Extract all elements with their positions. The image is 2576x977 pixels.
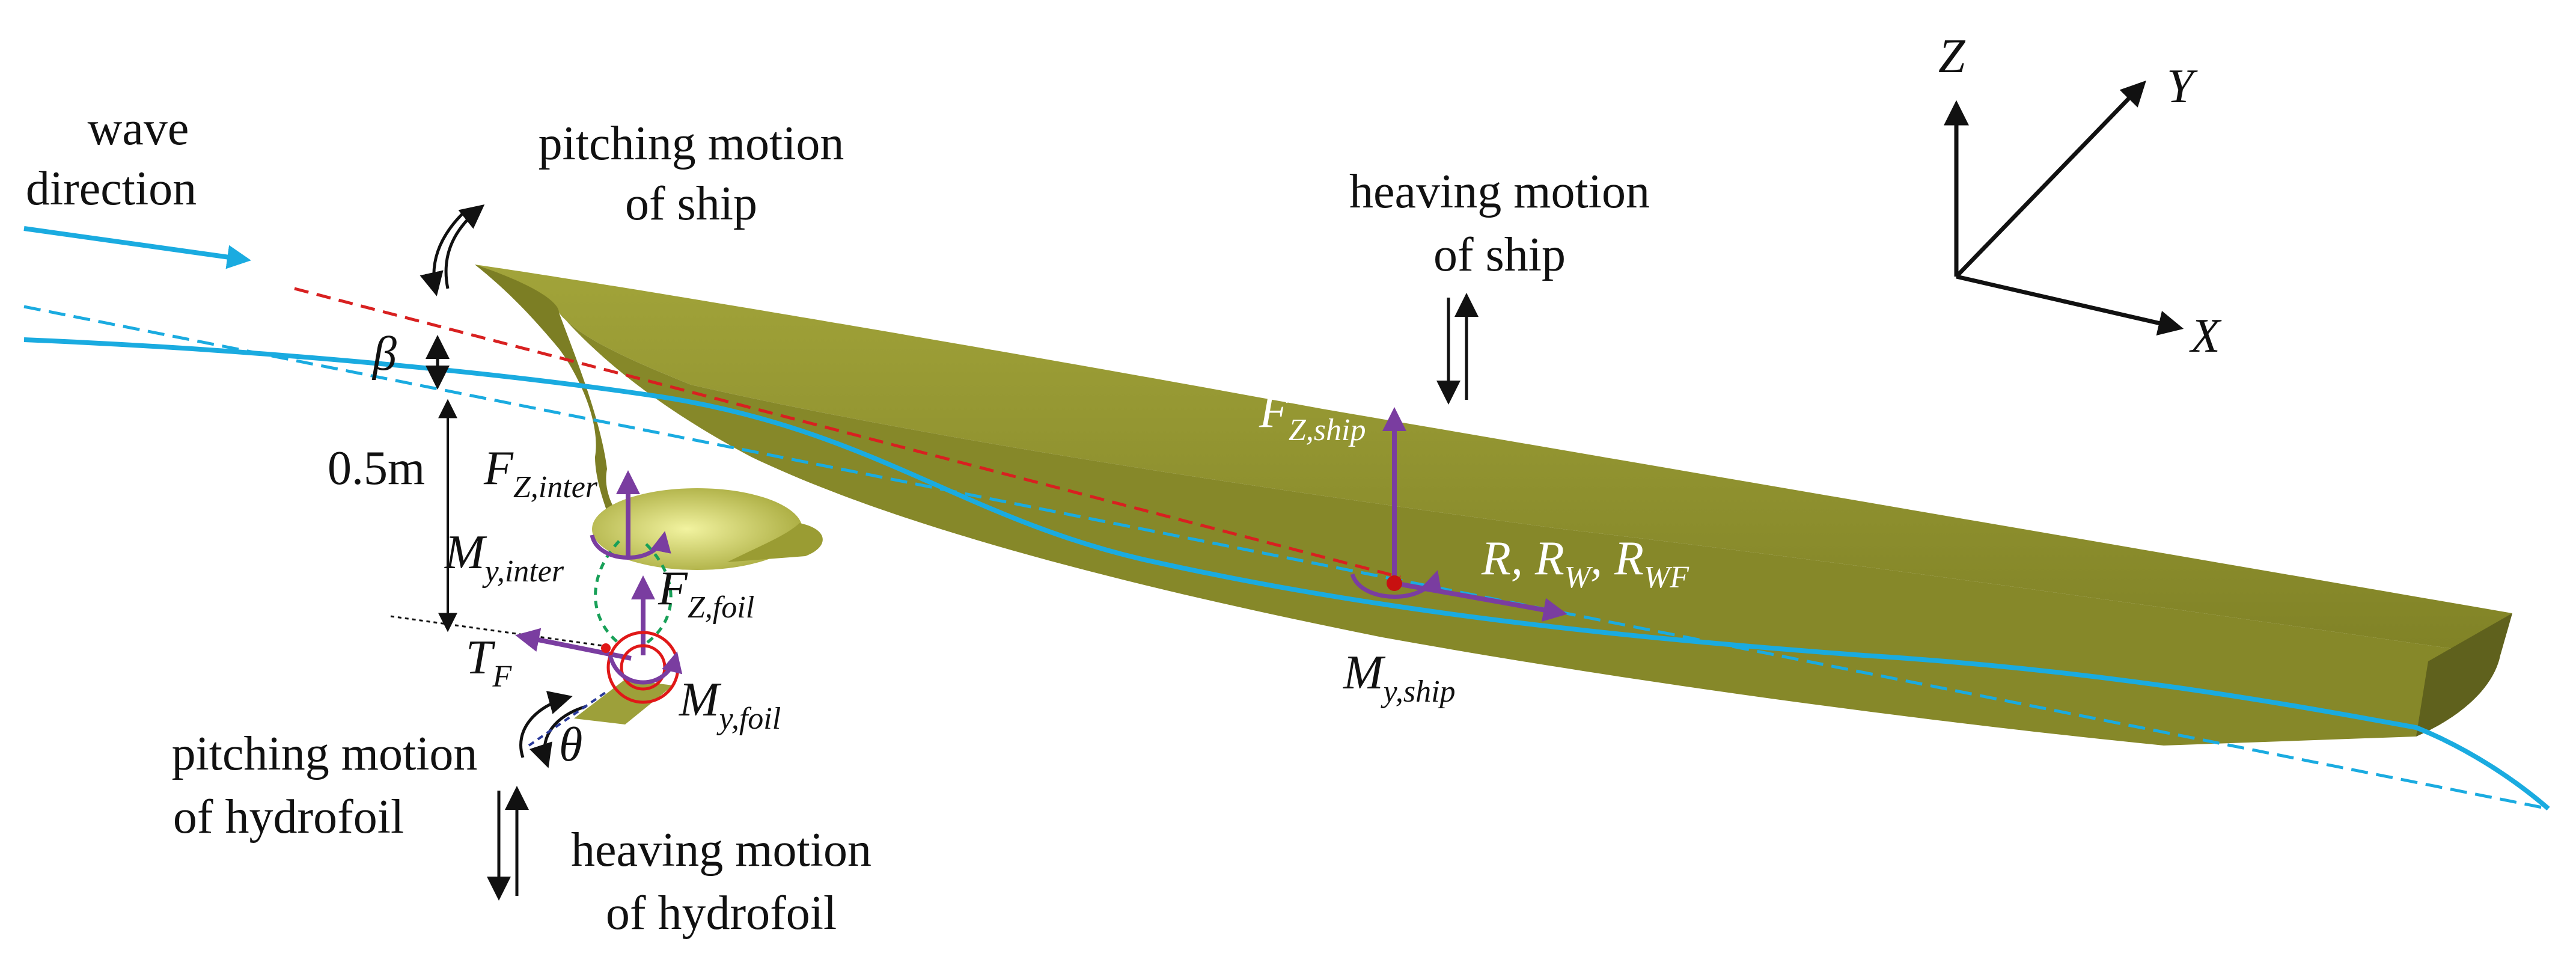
label-pitching-ship-1: pitching motion	[539, 117, 844, 170]
foil-depth-reference-line	[390, 615, 608, 648]
hull-stern	[2416, 613, 2512, 737]
label-heaving-foil-1: heaving motion	[571, 824, 871, 877]
label-pitching-foil-1: pitching motion	[172, 727, 478, 780]
label-heaving-ship-2: of ship	[1433, 228, 1566, 281]
label-f-z-inter: FZ,inter	[483, 442, 598, 504]
label-pitching-foil-2: of hydrofoil	[173, 791, 404, 844]
label-f-z-foil: FZ,foil	[658, 562, 754, 625]
axis-x-arrow	[1956, 274, 2184, 335]
axis-y-arrow	[1955, 80, 2146, 278]
axis-x-label: X	[2189, 310, 2222, 363]
label-wave-direction-1: wave	[88, 102, 189, 155]
label-heaving-foil-2: of hydrofoil	[606, 887, 837, 940]
label-depth: 0.5m	[328, 442, 425, 495]
label-resistance: R, RW, RWF	[1481, 532, 1689, 595]
foil-heaving-icon	[487, 786, 529, 901]
m-y-inter-moment	[590, 531, 671, 560]
ship-pitch-reference-line	[294, 287, 1401, 579]
hull-deck-side	[475, 265, 2512, 655]
m-y-ship-moment	[1350, 570, 1442, 599]
coordinate-axes	[1944, 80, 2184, 335]
label-pitching-ship-2: of ship	[625, 177, 757, 230]
ship-heaving-icon	[1436, 293, 1479, 405]
label-m-y-ship: My,ship	[1343, 646, 1456, 709]
bulbous-bow	[592, 488, 802, 570]
label-t-f: TF	[466, 631, 513, 694]
hull-bow-stem	[475, 265, 643, 553]
label-heaving-ship-1: heaving motion	[1349, 165, 1650, 218]
wave-direction-arrow	[23, 226, 251, 269]
thrust-arrow	[515, 628, 632, 661]
axis-y-label: Y	[2167, 60, 2198, 113]
symbol-beta: β	[371, 328, 397, 381]
label-m-y-inter: My,inter	[444, 526, 564, 589]
ship-cg-point	[1387, 575, 1402, 591]
wave-surface	[23, 337, 2550, 811]
axis-z-label: Z	[1938, 30, 1966, 83]
label-wave-direction-2: direction	[26, 162, 197, 215]
ship-hull	[475, 265, 2512, 746]
hull-lower-body	[559, 313, 2500, 746]
bow-bulb-fairing	[727, 523, 823, 562]
hydrofoil	[574, 679, 673, 724]
foil-pitching-icon	[519, 690, 608, 768]
m-y-foil-moment	[601, 631, 683, 704]
symbol-theta: θ	[559, 718, 582, 771]
label-f-z-ship: FZ,ship	[1259, 385, 1366, 447]
ship-pitching-icon	[420, 204, 485, 296]
label-m-y-foil: My,foil	[679, 673, 781, 736]
